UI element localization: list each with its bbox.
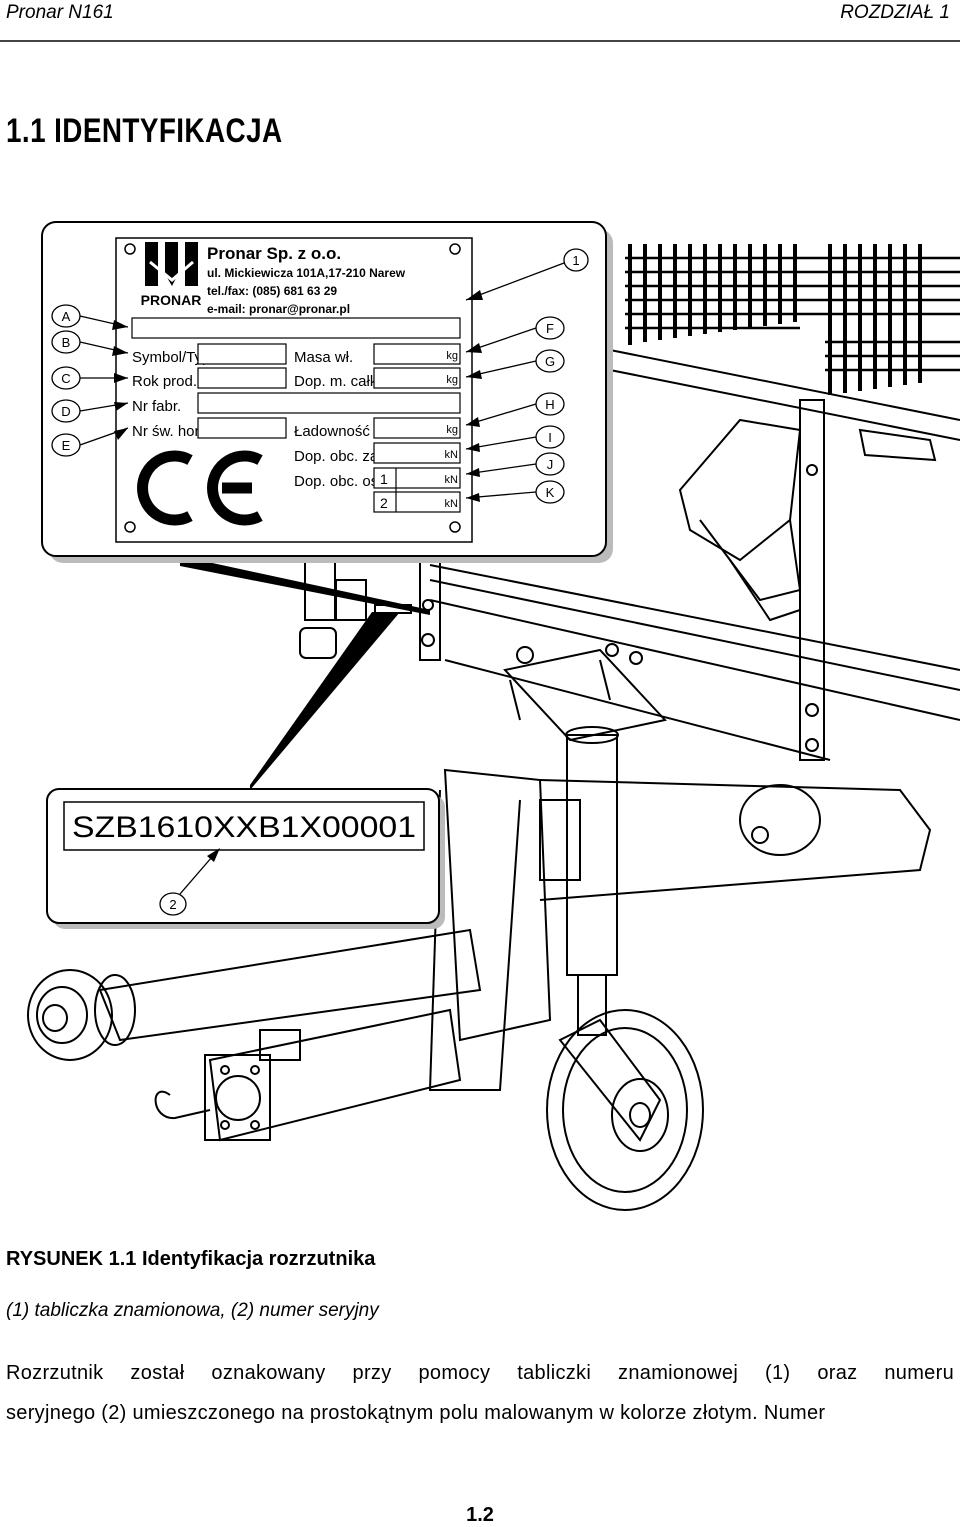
field-label-nr-fabr: Nr fabr. — [132, 398, 181, 415]
unit-ladownosc: kg — [446, 424, 458, 436]
figure-legend: (1) tabliczka znamionowa, (2) numer sery… — [6, 1300, 379, 1321]
unit-masa: kg — [446, 350, 458, 362]
serial-plate: SZB1610XXB1X00001 2 — [46, 788, 445, 929]
figure-caption: RYSUNEK 1.1 Identyfikacja rozrzutnika — [6, 1248, 376, 1270]
callout-2: 2 — [169, 897, 176, 912]
identification-figure: PRONAR Pronar Sp. z o.o. ul. Mickiewicza… — [27, 221, 960, 1211]
callouts-right — [465, 248, 589, 504]
callout-f: F — [546, 321, 554, 336]
serial-number: SZB1610XXB1X00001 — [72, 811, 416, 844]
mesh-screen — [628, 244, 922, 395]
callout-i: I — [548, 430, 552, 445]
callout-k: K — [546, 485, 555, 500]
field-label-dop-zacz: Dop. obc. zacz. — [294, 448, 397, 465]
ce-mark — [137, 450, 263, 526]
axle-number-1: 1 — [380, 471, 388, 487]
plate-email: e-mail: pronar@pronar.pl — [207, 302, 350, 316]
pronar-logo: PRONAR — [141, 242, 202, 308]
callout-1: 1 — [572, 253, 579, 268]
logo-text: PRONAR — [141, 292, 202, 308]
callout-d: D — [61, 404, 70, 419]
page-number: 1.2 — [466, 1504, 494, 1526]
plate-company: Pronar Sp. z o.o. — [207, 244, 341, 263]
plate-address: ul. Mickiewicza 101A,17-210 Narew — [207, 266, 406, 280]
unit-dop-m: kg — [446, 374, 458, 386]
callout-g: G — [545, 354, 555, 369]
callout-h: H — [545, 397, 554, 412]
callouts-left — [51, 304, 129, 457]
serial-pointer — [250, 612, 400, 790]
header-right: ROZDZIAŁ 1 — [840, 2, 950, 23]
field-label-nr-sw: Nr św. hom. — [132, 423, 211, 440]
callout-b: B — [62, 335, 71, 350]
callout-e: E — [62, 438, 71, 453]
machine-drawing — [27, 244, 960, 1211]
field-label-masa: Masa wł. — [294, 349, 353, 366]
unit-osi-1: kN — [445, 474, 459, 486]
field-label-symbol: Symbol/Typ — [132, 349, 210, 366]
body-text-line-1: Rozrzutnik został oznakowany przy pomocy… — [6, 1362, 954, 1384]
header-left: Pronar N161 — [6, 2, 114, 23]
plate-pointer — [180, 556, 430, 615]
axle-number-2: 2 — [380, 495, 388, 511]
callout-a: A — [62, 309, 71, 324]
field-label-dop-m: Dop. m. całk. — [294, 373, 382, 390]
field-label-dop-osi: Dop. obc. osi — [294, 473, 382, 490]
field-label-rok: Rok prod. — [132, 373, 197, 390]
header-divider — [0, 40, 960, 42]
unit-zacz: kN — [445, 449, 459, 461]
callout-c: C — [61, 371, 70, 386]
body-text-line-2: seryjnego (2) umieszczonego na prostokąt… — [6, 1402, 826, 1424]
plate-left-fields: Symbol/Typ Rok prod. Nr fabr. Nr św. hom… — [132, 349, 211, 440]
plate-right-fields: Masa wł. Dop. m. całk. Ładowność Dop. ob… — [294, 349, 397, 490]
callout-j: J — [547, 457, 554, 472]
plate-telfax: tel./fax: (085) 681 63 29 — [207, 284, 337, 298]
field-label-ladownosc: Ładowność — [294, 423, 370, 440]
nameplate: PRONAR Pronar Sp. z o.o. ul. Mickiewicza… — [41, 221, 613, 563]
section-title: 1.1 IDENTYFIKACJA — [6, 112, 283, 150]
unit-osi-2: kN — [445, 498, 459, 510]
